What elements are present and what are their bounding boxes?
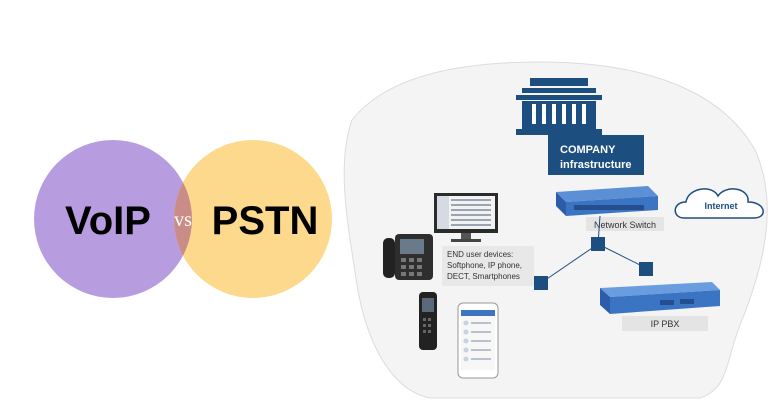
pstn-label: PSTN [212, 199, 319, 243]
end-user-label-line3: DECT, Smartphones [447, 272, 520, 281]
company-label-line1: COMPANY [560, 144, 616, 156]
ip-pbx-icon [600, 282, 720, 314]
building-windows [532, 104, 586, 124]
connection-node [591, 237, 605, 251]
voip-circle [34, 140, 192, 298]
ip-pbx-label-box [622, 316, 708, 331]
vs-label: vs [174, 209, 192, 231]
ip-desk-phone-icon [383, 234, 433, 280]
internet-cloud-icon [674, 188, 764, 219]
connection-node [534, 276, 548, 290]
network-switch-icon [556, 186, 658, 216]
end-user-label-line2: Softphone, IP phone, [447, 261, 522, 270]
ip-pbx-label: IP PBX [651, 319, 680, 329]
infrastructure-blob [343, 61, 768, 399]
network-switch-label: Network Switch [594, 220, 656, 230]
connection-node [639, 262, 653, 276]
company-building-icon [516, 78, 644, 175]
computer-monitor-icon [434, 193, 498, 242]
network-switch-label-box [586, 217, 664, 231]
dect-handset-icon [419, 292, 437, 350]
pstn-circle [174, 140, 332, 298]
voip-label: VoIP [65, 199, 151, 243]
company-label-line2: infrastructure [560, 159, 632, 171]
internet-label: Internet [704, 201, 737, 211]
end-user-label-line1: END user devices: [447, 250, 513, 259]
smartphone-icon [457, 302, 499, 379]
end-user-label-box [442, 246, 534, 286]
